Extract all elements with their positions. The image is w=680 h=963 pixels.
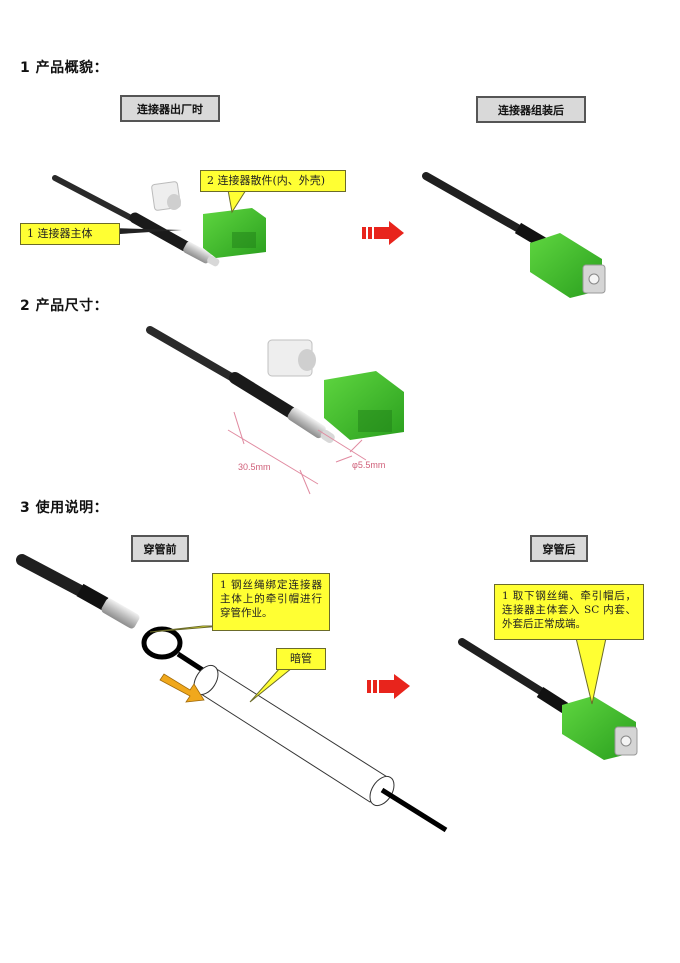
red-right-arrow-icon	[362, 221, 404, 245]
section-title-overview: 1 产品概貌：	[20, 60, 109, 76]
tag-factory-state: 连接器出厂时	[120, 95, 220, 122]
tag-before-conduit: 穿管前	[131, 535, 189, 562]
post-conduit-connector-image	[458, 638, 638, 760]
callout-after-conduit: 1 取下钢丝绳、牵引帽后，连接器主体套入 SC 内套、外套后正常成端。	[494, 584, 644, 640]
section-title-dimensions: 2 产品尺寸：	[20, 298, 109, 314]
red-right-arrow-icon	[367, 674, 410, 699]
dimension-connector-image	[146, 326, 335, 443]
callout-connector-parts: 2 连接器散件(内、外壳)	[200, 170, 346, 192]
callout-pointer-conduit	[249, 667, 294, 703]
callout-pointer-parts	[227, 189, 247, 214]
outer-shell-image	[203, 208, 266, 258]
callout-pointer-after	[575, 637, 607, 705]
connector-body-image	[52, 175, 220, 267]
assembled-connector-image	[422, 172, 606, 298]
callout-before-conduit: 1 钢丝绳绑定连接器主体上的牵引帽进行穿管作业。	[212, 573, 330, 631]
dimension-outer-shell-image	[324, 371, 404, 440]
conduit-tube-image	[193, 664, 448, 833]
dimension-length-label: 30.5mm	[238, 462, 271, 472]
dimension-diameter-label: φ5.5mm	[352, 460, 386, 470]
section-title-usage: 3 使用说明：	[20, 500, 109, 516]
orange-down-right-arrow-icon	[159, 673, 205, 703]
dimension-inner-housing-image	[267, 339, 316, 377]
callout-connector-body: 1 连接器主体	[20, 223, 120, 245]
inner-housing-image	[151, 181, 181, 211]
dimension-lines	[227, 411, 367, 495]
tag-after-conduit: 穿管后	[530, 535, 588, 562]
callout-conduit: 暗管	[276, 648, 326, 670]
tag-assembled-state: 连接器组装后	[476, 96, 586, 123]
callout-pointer-body	[110, 228, 182, 234]
pre-conduit-connector-image	[16, 554, 140, 629]
